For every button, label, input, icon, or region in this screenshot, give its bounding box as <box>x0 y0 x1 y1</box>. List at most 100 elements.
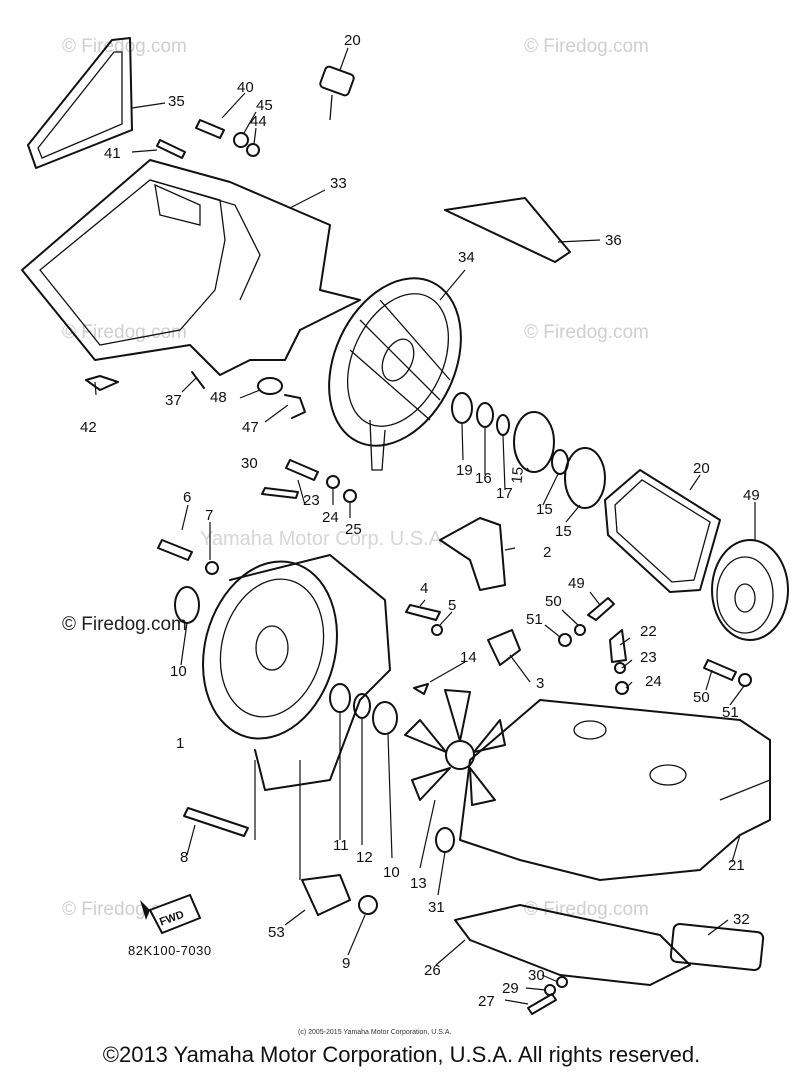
part-pad-34 <box>669 922 765 972</box>
part-washer-31 <box>556 976 568 988</box>
part-cover-21 <box>459 699 771 881</box>
watermark-firedog-top-right: © Firedog.com <box>524 36 649 57</box>
label-37: 35 <box>168 93 185 110</box>
part-washer-33 <box>435 827 455 853</box>
label-22: 22 <box>640 623 657 640</box>
part-washer-5 <box>431 624 443 636</box>
label-31: 30 <box>528 967 545 984</box>
part-washer-49 <box>558 633 572 647</box>
footer-copyright: ©2013 Yamaha Motor Corporation, U.S.A. A… <box>102 1042 701 1067</box>
part-washer-7 <box>205 561 219 575</box>
part-stud-22 <box>609 629 627 663</box>
label-29: 27 <box>478 993 495 1010</box>
label-15-b: 15 <box>555 523 572 540</box>
part-gasket-37 <box>27 37 133 169</box>
part-washer-24 <box>615 681 629 695</box>
label-13: 13 <box>410 875 427 892</box>
watermark-firedog-dark: © Firedog.com <box>62 614 187 635</box>
label-33: 31 <box>428 899 445 916</box>
label-41-top: 40 <box>237 79 254 96</box>
part-bolt-8 <box>183 807 249 837</box>
label-34: 32 <box>733 911 750 928</box>
part-bracket-2 <box>439 517 506 591</box>
part-bolt-51 <box>703 659 737 681</box>
diagram-code: 82K100-7030 <box>128 943 212 958</box>
part-bolt-47 <box>587 597 615 621</box>
part-pulley-50 <box>711 539 789 641</box>
part-nut-9 <box>358 895 378 915</box>
part-fan-cover-36 <box>328 277 462 471</box>
part-washer-11 <box>329 683 351 713</box>
part-bearing-10-right <box>372 701 398 735</box>
part-shroud-35 <box>21 159 361 376</box>
part-washer-27 <box>343 489 357 503</box>
part-pin-39 <box>191 371 205 389</box>
small-copyright: (c) 2005-2015 Yamaha Motor Corporation, … <box>298 1029 451 1036</box>
label-5: 5 <box>448 597 456 614</box>
label-45: 47 <box>242 419 259 436</box>
label-24: 24 <box>645 673 662 690</box>
label-49: 51 <box>526 611 543 628</box>
label-42: 42 <box>80 419 97 436</box>
label-44: 45 <box>256 97 273 114</box>
label-12: 12 <box>356 849 373 866</box>
part-plate-32 <box>261 487 299 499</box>
part-washer-43 <box>246 143 260 157</box>
label-18: 17 <box>496 485 513 502</box>
label-9: 9 <box>342 955 350 972</box>
label-50: 49 <box>743 487 760 504</box>
part-clip-45 <box>284 394 306 419</box>
part-washer-18 <box>496 414 510 436</box>
part-bolt-41-left <box>156 139 186 159</box>
label-21: 21 <box>728 857 745 874</box>
leader-lines <box>94 47 756 1005</box>
label-16: 15 <box>536 501 553 518</box>
watermark-firedog-mid-left: © Firedog.com <box>62 322 187 343</box>
watermark-firedog-bottom-right: © Firedog.com <box>524 899 649 920</box>
label-10-left: 10 <box>170 663 187 680</box>
part-bolt-29 <box>527 993 557 1015</box>
label-4: 4 <box>420 580 428 597</box>
part-washer-52 <box>738 673 752 687</box>
part-screw-42 <box>85 375 119 391</box>
part-plate-38 <box>444 197 571 263</box>
label-40: 20 <box>344 32 361 49</box>
part-bolt-4 <box>405 604 441 621</box>
label-14: 14 <box>460 649 477 666</box>
label-20: 20 <box>693 460 710 477</box>
label-39: 37 <box>165 392 182 409</box>
label-7: 7 <box>205 507 213 524</box>
part-bearing-10-left <box>174 586 200 624</box>
label-15-a: 15 <box>509 466 527 484</box>
part-bolt-6 <box>157 539 193 561</box>
label-3: 3 <box>536 675 544 692</box>
part-belt-20 <box>604 469 721 593</box>
label-51: 50 <box>693 689 710 706</box>
label-46: 48 <box>210 389 227 406</box>
label-10-right: 10 <box>383 864 400 881</box>
part-bolt-41-top <box>195 119 225 139</box>
label-19: 19 <box>456 462 473 479</box>
part-tray-28 <box>454 904 691 986</box>
label-23: 23 <box>640 649 657 666</box>
label-35: 33 <box>330 175 347 192</box>
part-washer-46 <box>257 377 283 395</box>
part-washer-26 <box>326 475 340 489</box>
label-32: 30 <box>241 455 258 472</box>
label-2: 2 <box>543 544 551 561</box>
label-17: 16 <box>475 470 492 487</box>
part-collar-19 <box>451 392 473 424</box>
part-washer-30 <box>544 984 556 996</box>
label-41-left: 41 <box>104 145 121 162</box>
label-38: 36 <box>605 232 622 249</box>
part-fan-housing-1 <box>202 554 391 791</box>
label-52: 51 <box>722 704 739 721</box>
part-labels: 20 35 40 45 44 41 33 36 34 37 48 47 42 1… <box>80 32 760 1010</box>
watermark-firedog-mid-right: © Firedog.com <box>524 322 649 343</box>
part-washer-44 <box>233 132 249 148</box>
part-bracket-3 <box>487 629 521 666</box>
part-washer-17 <box>476 402 494 428</box>
label-36: 34 <box>458 249 475 266</box>
watermark-firedog-top-left: © Firedog.com <box>62 36 187 57</box>
